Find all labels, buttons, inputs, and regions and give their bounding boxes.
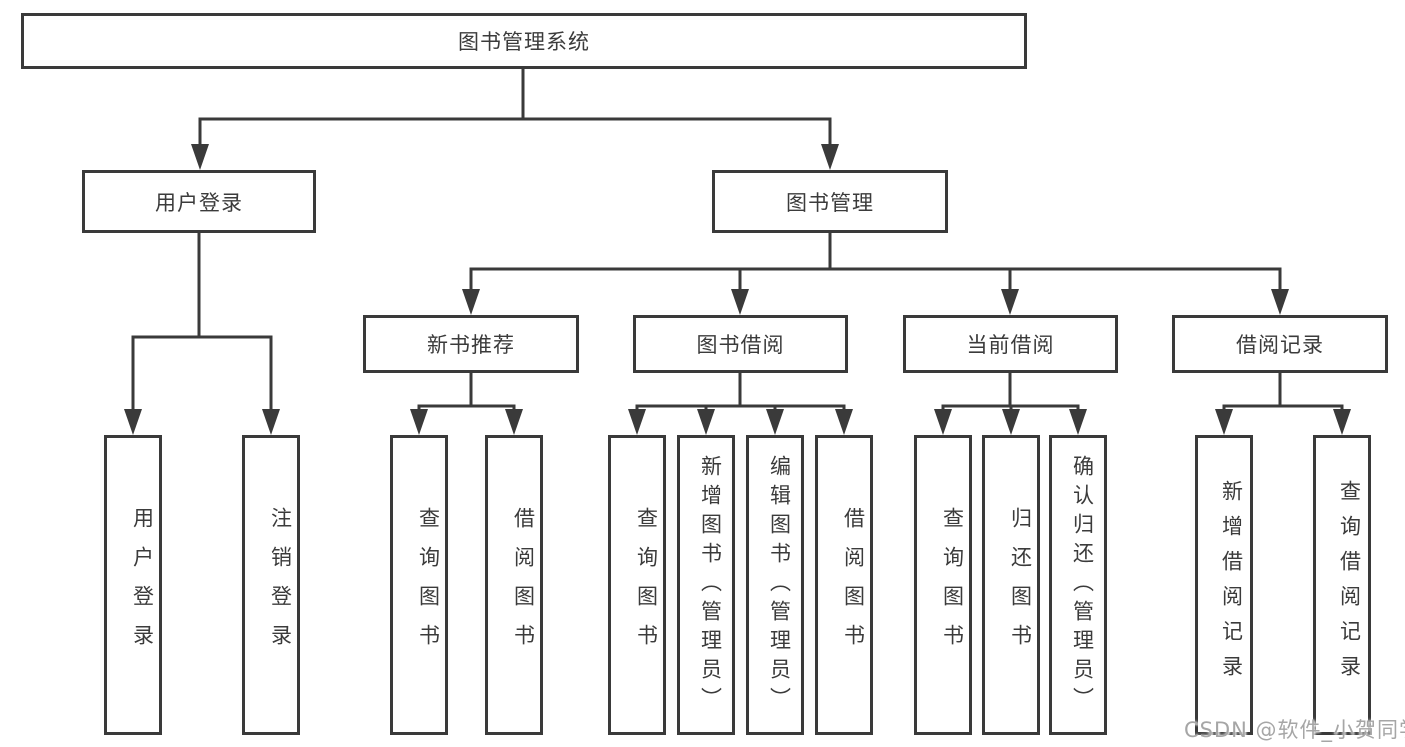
node-library-management-system: 图书管理系统 [21,13,1027,69]
node-label: 用户登录 [155,190,243,215]
leaf-borrow-books-borrowing: 借阅图书 [815,435,873,735]
node-label: 查询图书 [634,507,659,663]
connector-records-to-leaves [1222,373,1344,413]
arrow-icon [462,289,480,315]
arrow-icon [766,409,784,435]
leaf-user-login: 用户登录 [104,435,162,735]
leaf-query-books-newbook: 查询图书 [390,435,448,735]
arrow-icon [934,409,952,435]
leaf-add-borrow-record: 新增借阅记录 [1195,435,1253,735]
node-label: 图书借阅 [696,333,785,357]
arrow-icon [628,409,646,435]
node-book-borrowing: 图书借阅 [633,315,848,373]
arrow-icon [124,409,142,435]
arrow-icon [410,409,428,435]
leaf-query-borrow-record: 查询借阅记录 [1313,435,1371,735]
arrow-icon [191,144,209,170]
leaf-query-books-borrowing: 查询图书 [608,435,666,735]
leaf-logout: 注销登录 [242,435,300,735]
node-label: 借阅图书 [511,507,536,663]
arrow-icon [1215,409,1233,435]
arrow-icon [697,409,715,435]
leaf-return-books: 归还图书 [982,435,1040,735]
arrowheads [124,144,1351,435]
node-label: 新书推荐 [427,333,515,357]
leaf-confirm-return-admin: 确认归还（管理员） [1049,435,1107,735]
arrow-icon [262,409,280,435]
node-label: 借阅记录 [1236,333,1324,357]
arrow-icon [1333,409,1351,435]
node-label: 注销登录 [268,507,293,663]
arrow-icon [1001,289,1019,315]
node-borrow-records: 借阅记录 [1172,315,1388,373]
node-label: 新增图书（管理员） [698,454,723,716]
arrow-icon [1002,409,1020,435]
node-label: 用户登录 [130,507,155,663]
connector-borrowing-to-leaves [635,373,846,413]
leaf-edit-books-admin: 编辑图书（管理员） [746,435,804,735]
node-label: 图书管理系统 [458,30,590,54]
node-label: 查询图书 [940,507,965,663]
arrow-icon [1271,289,1289,315]
leaf-query-books-current: 查询图书 [914,435,972,735]
leaf-add-books-admin: 新增图书（管理员） [677,435,735,735]
arrow-icon [505,409,523,435]
node-label: 图书管理 [786,190,874,215]
connector-bookmgmt-to-level3 [469,233,1282,293]
node-current-borrowing: 当前借阅 [903,315,1118,373]
node-new-book-recommend: 新书推荐 [363,315,579,373]
node-label: 借阅图书 [841,507,866,663]
node-label: 归还图书 [1008,507,1033,663]
connector-current-to-leaves [941,373,1080,413]
node-label: 当前借阅 [966,333,1055,357]
node-label: 新增借阅记录 [1219,480,1244,690]
connector-newbook-to-leaves [417,373,516,413]
arrow-icon [1069,409,1087,435]
node-label: 确认归还（管理员） [1070,454,1095,716]
node-label: 编辑图书（管理员） [767,454,792,716]
leaf-borrow-books-newbook: 借阅图书 [485,435,543,735]
arrow-icon [731,289,749,315]
csdn-watermark: CSDN @软件_小贺同学 [1184,718,1405,742]
node-book-management: 图书管理 [712,170,948,233]
connector-root-to-level2 [198,66,832,154]
connector-userlogin-to-leaves [131,233,273,413]
node-user-login: 用户登录 [82,170,316,233]
node-label: 查询图书 [416,507,441,663]
arrow-icon [821,144,839,170]
arrow-icon [835,409,853,435]
node-label: 查询借阅记录 [1337,480,1362,690]
